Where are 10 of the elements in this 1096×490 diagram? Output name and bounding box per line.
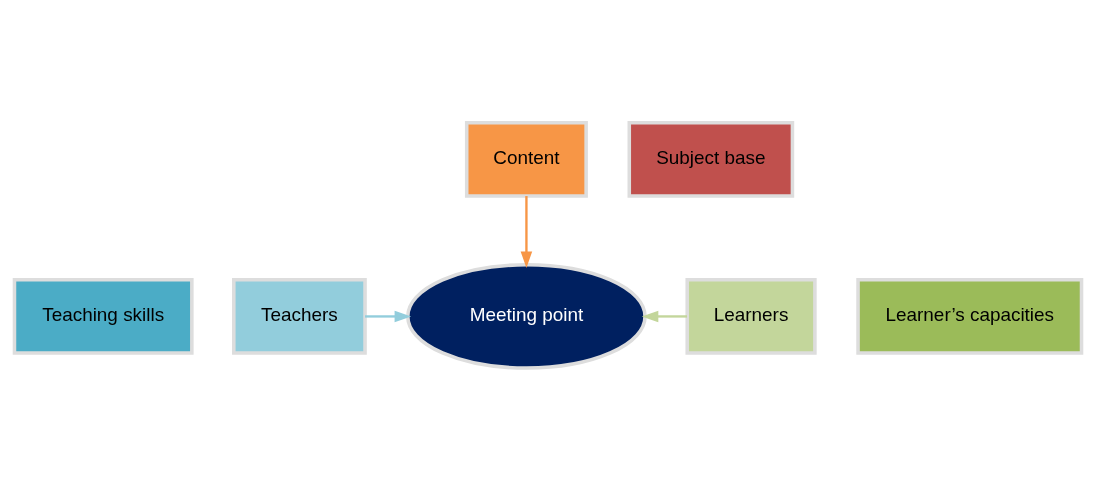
node-ellipse: Meeting point — [406, 262, 647, 370]
node-box: Teachers — [232, 277, 367, 355]
node-box: Teaching skills — [12, 277, 194, 355]
arrow — [641, 310, 688, 322]
node-box: Content — [464, 120, 588, 198]
node-box: Learners — [685, 277, 817, 355]
node-box: Subject base — [627, 120, 795, 198]
node-box: Learner’s capacities — [856, 277, 1084, 355]
arrow — [520, 195, 533, 268]
arrow — [365, 310, 412, 322]
